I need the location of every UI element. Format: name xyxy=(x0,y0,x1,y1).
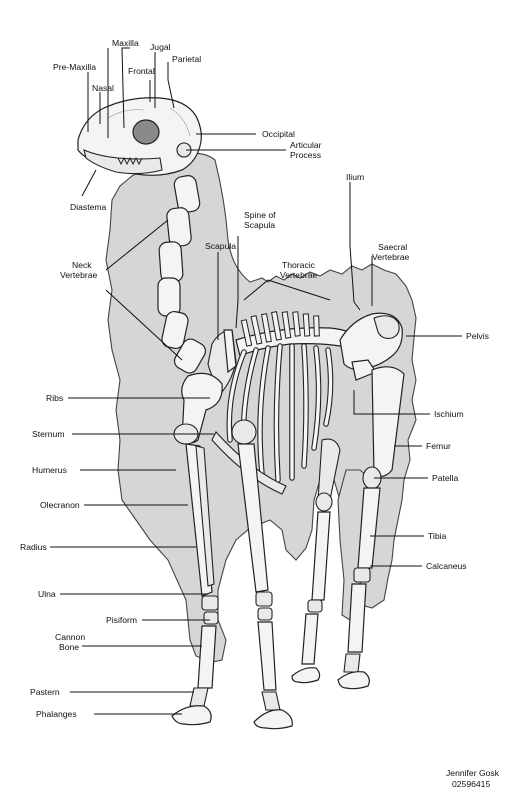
hind-leg xyxy=(337,366,405,690)
label-diastema: Diastema xyxy=(70,202,107,212)
label-neck-vertebrae-line1: Neck xyxy=(72,260,92,270)
label-scapula: Scapula xyxy=(205,241,236,251)
label-parietal: Parietal xyxy=(172,54,201,64)
label-articular-process-line1: Articular xyxy=(290,140,322,150)
label-saecral-vertebrae-line2: Vertebrae xyxy=(372,252,409,262)
label-spine-of-scapula-line1: Spine of xyxy=(244,210,276,220)
pelvis xyxy=(339,312,403,381)
label-sternum: Sternum xyxy=(32,429,64,439)
label-femur: Femur xyxy=(426,441,451,451)
label-cannon-bone: Cannon Bone xyxy=(55,632,88,652)
label-occipital: Occipital xyxy=(262,129,295,139)
label-cannon-bone-line1: Cannon xyxy=(55,632,85,642)
label-phalanges: Phalanges xyxy=(36,709,77,719)
label-ribs: Ribs xyxy=(46,393,63,403)
credit-name: Jennifer Gosk xyxy=(446,768,500,778)
label-tibia: Tibia xyxy=(428,531,447,541)
credit: Jennifer Gosk 02596415 xyxy=(446,768,500,789)
label-olecranon: Olecranon xyxy=(40,500,80,510)
label-patella: Patella xyxy=(432,473,458,483)
leader-lines xyxy=(50,47,462,715)
label-frontal: Frontal xyxy=(128,66,155,76)
label-spine-of-scapula: Spine of Scapula xyxy=(244,210,278,230)
ribs xyxy=(226,343,334,483)
front-leg xyxy=(171,372,223,726)
credit-id: 02596415 xyxy=(452,779,490,789)
skull xyxy=(77,97,202,176)
label-maxilla: Maxilla xyxy=(112,38,139,48)
label-ulna: Ulna xyxy=(38,589,56,599)
label-thoracic-vertebrae-line2: Vertebrae xyxy=(280,270,317,280)
label-nasal: Nasal xyxy=(92,83,114,93)
label-humerus: Humerus xyxy=(32,465,67,475)
label-saecral-vertebrae-line1: Saecral xyxy=(378,242,407,252)
labels: Maxilla Jugal Parietal Frontal Pre-Maxil… xyxy=(20,38,489,719)
label-ischium: Ischium xyxy=(434,409,464,419)
neck-vertebrae xyxy=(157,175,207,374)
label-thoracic-vertebrae: Thoracic Vertebrae xyxy=(280,260,317,280)
label-jugal: Jugal xyxy=(150,42,171,52)
hind-leg-far xyxy=(291,438,341,684)
label-pastern: Pastern xyxy=(30,687,60,697)
front-leg-far xyxy=(231,419,293,730)
label-articular-process-line2: Process xyxy=(290,150,321,160)
label-cannon-bone-line2: Bone xyxy=(59,642,79,652)
label-saecral-vertebrae: Saecral Vertebrae xyxy=(372,242,410,262)
label-radius: Radius xyxy=(20,542,47,552)
label-spine-of-scapula-line2: Scapula xyxy=(244,220,275,230)
label-pre-maxilla: Pre-Maxilla xyxy=(53,62,96,72)
label-ilium: Ilium xyxy=(346,172,364,182)
label-articular-process: Articular Process xyxy=(290,140,324,160)
label-pisiform: Pisiform xyxy=(106,615,137,625)
label-calcaneus: Calcaneus xyxy=(426,561,467,571)
label-neck-vertebrae-line2: Vertebrae xyxy=(60,270,97,280)
label-neck-vertebrae: Neck Vertebrae xyxy=(60,260,97,280)
label-pelvis: Pelvis xyxy=(466,331,489,341)
label-thoracic-vertebrae-line1: Thoracic xyxy=(282,260,316,270)
